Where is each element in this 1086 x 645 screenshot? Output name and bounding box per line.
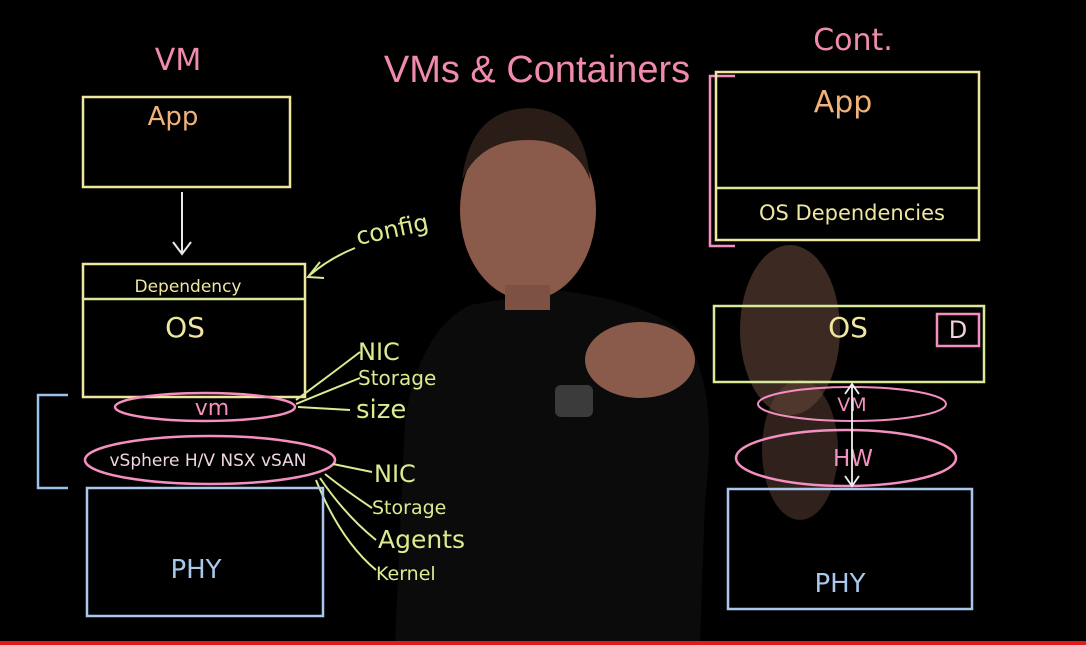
vm-dependency-label: Dependency [134,277,241,297]
os-badge-box [935,312,981,348]
vm-phy-label: PHY [170,555,221,585]
vm-layer-label: vm [195,396,229,421]
diagram-title: VMs & Containers [384,49,690,91]
hv-note-kernel: Kernel [376,563,436,585]
hv-note-nic: NIC [374,460,416,488]
vm-note-storage: Storage [358,366,436,390]
vm-notes: NIC Storage size [295,338,436,425]
config-note: config [353,208,431,251]
container-hw-label: HW [833,446,873,472]
hv-note-agents: Agents [378,525,465,554]
config-annotation: config [306,208,431,279]
vertical-double-arrow [844,382,860,488]
container-phy-label: PHY [814,569,865,599]
container-phy-box: PHY [726,487,974,611]
video-progress-bar[interactable] [0,641,1086,645]
hv-note-storage: Storage [372,497,446,519]
vm-os-box: Dependency OS [81,262,307,399]
hypervisor-notes: NIC Storage Agents Kernel [315,460,465,585]
hypervisor-ellipse: vSphere H/V NSX vSAN [83,434,337,486]
video-progress-fill [0,641,1086,645]
vm-os-label: OS [165,311,205,344]
container-os-dependencies-label: OS Dependencies [759,201,945,225]
vm-app-label: App [148,102,199,132]
container-os-box: OS D [712,304,986,384]
container-os-label: OS [828,311,868,344]
down-arrow [172,192,192,256]
container-hw-ellipse: HW [734,428,958,488]
vm-layer-bracket [36,393,68,490]
hypervisor-label: vSphere H/V NSX vSAN [110,451,307,471]
vm-phy-box: PHY [85,486,325,618]
container-app-box: App OS Dependencies [714,70,981,242]
vm-layer-ellipse: vm [113,391,297,423]
vm-column-heading: VM [155,43,201,78]
vm-app-box: App [81,95,292,189]
vm-note-size: size [356,395,406,425]
vm-note-nic: NIC [358,338,400,366]
os-badge-label: D [949,316,967,344]
container-column-heading: Cont. [813,23,893,58]
container-app-label: App [814,85,873,120]
container-bracket [708,74,735,248]
